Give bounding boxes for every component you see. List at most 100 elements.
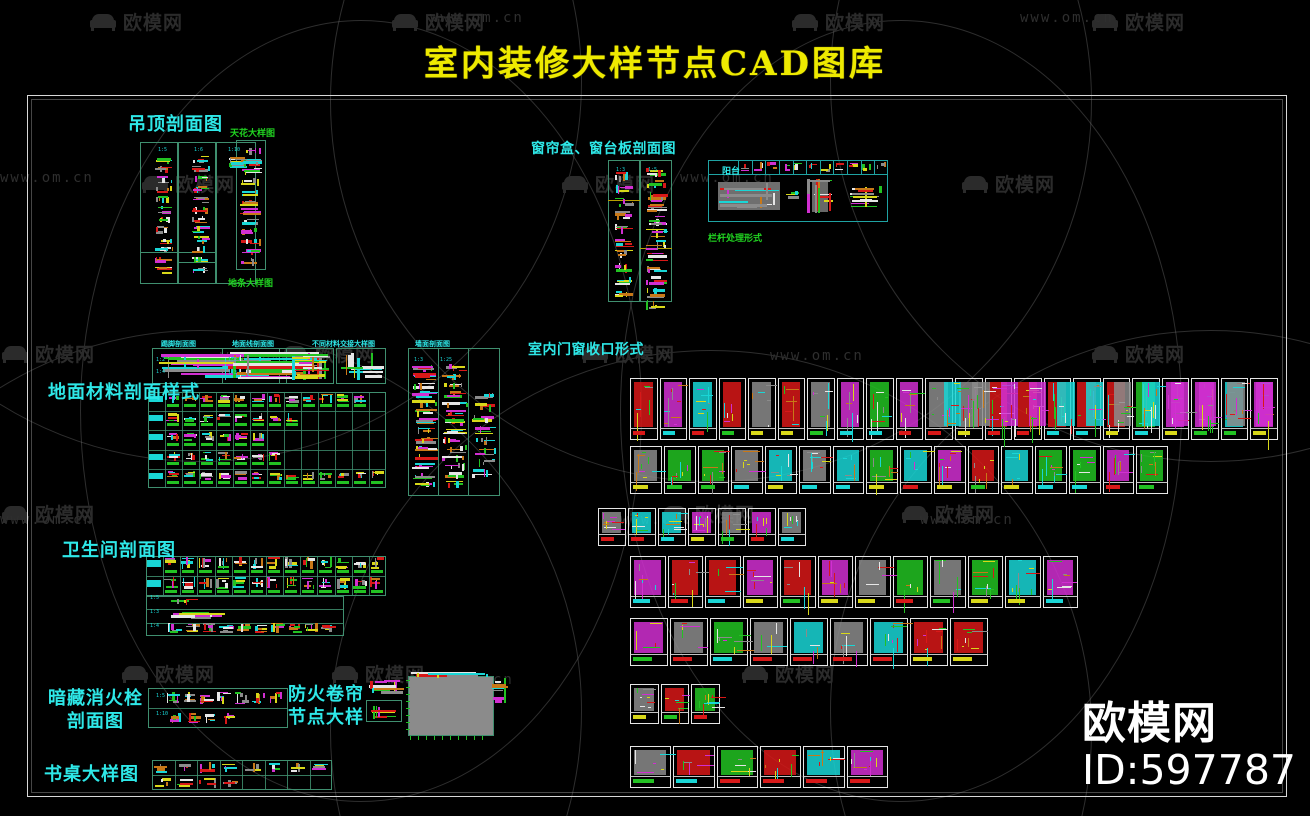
detail-cell-divider bbox=[855, 596, 891, 597]
cad-ink bbox=[616, 279, 633, 283]
cad-ink bbox=[717, 636, 732, 638]
detail-cell bbox=[910, 618, 948, 666]
cad-ink bbox=[762, 518, 764, 527]
grid-row-header bbox=[149, 434, 163, 441]
tick bbox=[434, 736, 435, 740]
cad-ink bbox=[638, 564, 640, 572]
cad-ink bbox=[289, 395, 299, 399]
cad-ink bbox=[369, 685, 396, 688]
cad-ink bbox=[733, 646, 735, 654]
cad-ink bbox=[433, 482, 435, 488]
detail-cell bbox=[790, 618, 828, 666]
grid-cell-label bbox=[353, 570, 366, 573]
cad-ink bbox=[481, 404, 495, 408]
cad-ink bbox=[337, 394, 345, 397]
cad-ink bbox=[202, 238, 210, 240]
cad-ink bbox=[766, 385, 777, 387]
cad-ink bbox=[184, 394, 188, 401]
cad-ink bbox=[185, 694, 196, 697]
detail-cell-divider bbox=[807, 428, 835, 429]
cad-ink bbox=[370, 680, 373, 689]
cad-ink bbox=[201, 475, 214, 478]
cad-ink bbox=[285, 477, 296, 480]
cad-ink bbox=[759, 162, 762, 170]
cad-ink bbox=[491, 685, 508, 688]
tick bbox=[482, 736, 483, 740]
scale-label: 1:2 bbox=[156, 357, 166, 363]
cad-ink bbox=[681, 694, 690, 696]
cad-ink bbox=[614, 198, 625, 200]
cad-ink bbox=[271, 624, 273, 632]
cad-ink bbox=[416, 446, 429, 450]
grid-row-header bbox=[147, 560, 162, 567]
cad-ink bbox=[275, 692, 281, 694]
cad-ink bbox=[806, 629, 808, 637]
detail-cell bbox=[765, 446, 797, 494]
detail-cell-divider bbox=[910, 654, 948, 655]
cad-ink bbox=[254, 168, 262, 170]
cad-ink bbox=[196, 259, 209, 262]
cad-ink bbox=[678, 513, 688, 515]
cad-ink bbox=[642, 451, 647, 453]
detail-cell bbox=[1136, 446, 1168, 494]
cad-plate bbox=[752, 382, 771, 427]
cad-ink bbox=[1238, 417, 1252, 419]
cad-ink bbox=[200, 700, 213, 703]
detail-cell-caption bbox=[753, 657, 772, 661]
cad-ink bbox=[375, 681, 387, 683]
cad-ink bbox=[203, 415, 207, 422]
cad-ink bbox=[707, 701, 720, 703]
cad-ink bbox=[648, 182, 662, 186]
cad-ink bbox=[222, 630, 228, 633]
cad-plate bbox=[634, 382, 653, 427]
scale-label: 1:5 bbox=[156, 693, 166, 699]
cad-ink bbox=[348, 370, 363, 374]
grid-cell-label bbox=[218, 442, 230, 446]
cad-ink bbox=[176, 599, 179, 605]
cad-ink bbox=[950, 450, 962, 452]
cad-ink bbox=[167, 413, 178, 417]
cad-ink bbox=[1262, 383, 1264, 410]
cad-ink bbox=[222, 558, 225, 569]
cad-ink bbox=[748, 470, 766, 472]
cad-ink bbox=[155, 196, 159, 203]
detail-cell-divider bbox=[1132, 428, 1160, 429]
detail-cell-caption bbox=[869, 431, 882, 435]
cad-ink bbox=[235, 563, 247, 565]
cad-ink bbox=[168, 417, 179, 419]
cad-ink bbox=[650, 622, 663, 624]
cad-ink bbox=[1145, 409, 1150, 411]
cad-ink bbox=[655, 584, 657, 591]
detail-cell bbox=[1220, 378, 1249, 440]
cad-ink bbox=[710, 697, 726, 699]
section-heading-line: 栏杆处理形式 bbox=[708, 234, 763, 244]
cad-ink bbox=[957, 387, 969, 389]
cad-ink bbox=[274, 394, 280, 397]
cad-ink bbox=[171, 623, 174, 631]
cad-ink bbox=[1235, 397, 1237, 416]
cad-ink bbox=[978, 478, 980, 483]
cad-ink bbox=[646, 209, 657, 213]
detail-cell-divider bbox=[798, 482, 831, 483]
cad-ink bbox=[1005, 457, 1019, 459]
cad-ink bbox=[771, 635, 773, 655]
detail-cell-caption bbox=[708, 599, 726, 603]
cad-ink bbox=[155, 226, 159, 232]
cad-ink bbox=[1209, 420, 1211, 434]
cad-ink bbox=[489, 393, 491, 398]
cad-ink bbox=[743, 460, 748, 462]
cad-ink bbox=[1004, 420, 1008, 422]
cad-ink bbox=[947, 466, 949, 479]
cad-ink bbox=[646, 259, 654, 262]
cad-ink bbox=[361, 370, 383, 374]
grid-divider bbox=[369, 392, 370, 488]
cad-ink bbox=[294, 625, 301, 628]
scale-label: 1:2 bbox=[228, 357, 238, 363]
cad-ink bbox=[256, 162, 259, 166]
cad-ink bbox=[485, 437, 487, 445]
cad-ink bbox=[664, 228, 667, 234]
cad-ink bbox=[459, 422, 463, 426]
detail-cell-caption bbox=[1105, 485, 1121, 489]
cad-ink bbox=[199, 780, 202, 785]
cad-ink bbox=[1076, 463, 1080, 465]
